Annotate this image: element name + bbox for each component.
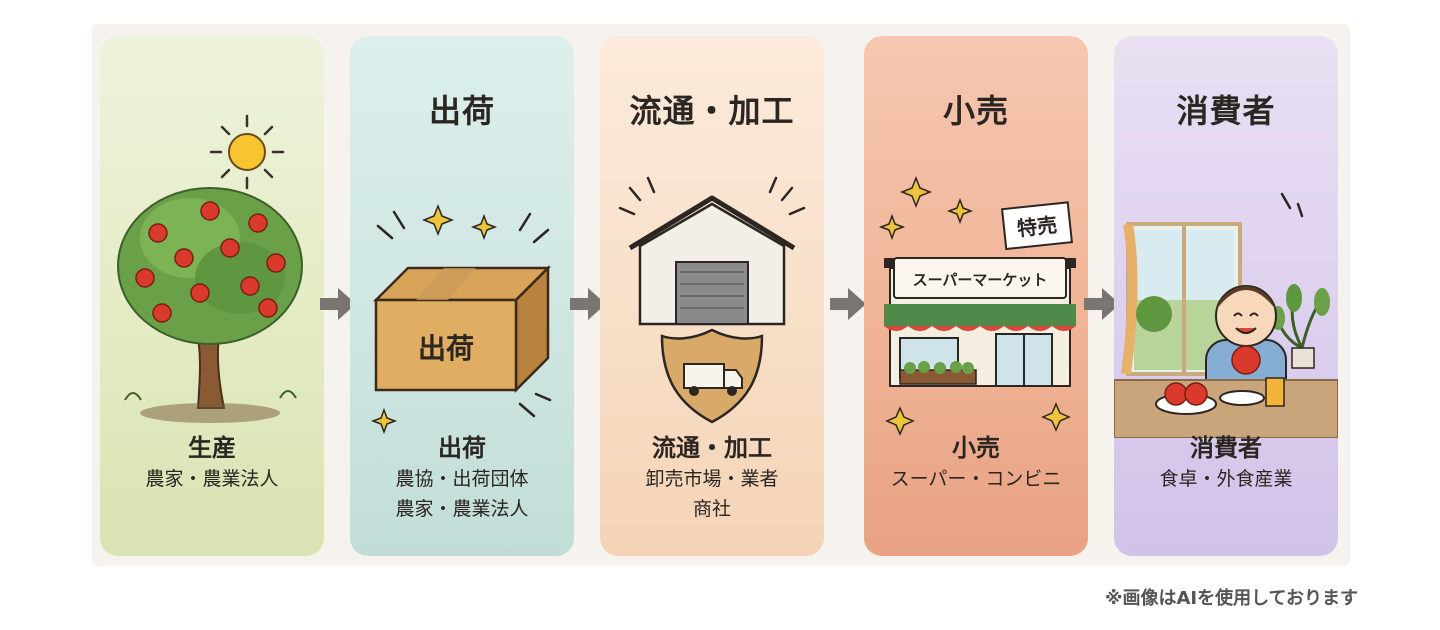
stage-retail-label: 小売 xyxy=(952,434,1000,462)
ai-image-disclaimer: ※画像はAIを使用しております xyxy=(1104,588,1358,609)
stage-production-label: 生産 xyxy=(188,434,236,462)
stage-retail-actors: スーパー・コンビニ xyxy=(890,468,1062,490)
potted-plant xyxy=(1271,284,1330,369)
stage-shipping-panel: 出荷 出荷 出荷 農協・出荷団体 農家・農業法人 xyxy=(350,36,574,556)
stage-shipping-label: 出荷 xyxy=(438,434,486,462)
arrow-right-icon xyxy=(1084,288,1120,320)
sale-tag-text: 特売 xyxy=(1016,213,1058,241)
arrow-right-icon xyxy=(830,288,866,320)
cardboard-box-icon: 出荷 xyxy=(370,203,552,435)
arrow-right-icon xyxy=(570,288,606,320)
stage-consumer-panel: 消費者 消費者 食卓・外食産業 xyxy=(1114,36,1338,556)
stage-consumer-actors: 食卓・外食産業 xyxy=(1159,468,1293,490)
stage-shipping-actors-2: 農家・農業法人 xyxy=(395,498,529,520)
stage-consumer-title: 消費者 xyxy=(1176,92,1276,130)
shield-truck-icon xyxy=(660,328,764,424)
warehouse-icon xyxy=(618,176,806,424)
stage-retail-title: 小売 xyxy=(942,92,1009,130)
box-label: 出荷 xyxy=(418,332,474,365)
sparkle-icon xyxy=(370,203,498,435)
apple-tree-icon xyxy=(117,114,303,423)
stage-distribution-actors-2: 商社 xyxy=(692,498,731,520)
stage-retail-panel: 小売 特売 スーパーマーケット 小売 スーパー・コンビニ xyxy=(864,36,1088,556)
supermarket-icon: 特売 スーパーマーケット xyxy=(878,175,1076,436)
stage-distribution-panel: 流通・加工 流通・加工 卸売市場・業者 商社 xyxy=(600,36,824,556)
stage-production-actors: 農家・農業法人 xyxy=(145,468,279,490)
stage-consumer-label: 消費者 xyxy=(1190,434,1262,462)
sparkle-icon xyxy=(878,175,1071,436)
stage-distribution-actors-1: 卸売市場・業者 xyxy=(645,468,779,490)
stage-distribution-label: 流通・加工 xyxy=(652,434,772,462)
child-eating-apple-icon xyxy=(1114,192,1338,438)
sun-icon xyxy=(209,114,285,190)
stage-distribution-title: 流通・加工 xyxy=(629,92,795,130)
stage-shipping-actors-1: 農協・出荷団体 xyxy=(395,468,529,490)
sale-tag-icon: 特売 xyxy=(1000,201,1073,251)
store-sign-text: スーパーマーケット xyxy=(913,271,1048,289)
arrow-right-icon xyxy=(320,288,356,320)
stage-shipping-title: 出荷 xyxy=(428,92,495,130)
stage-production-panel: 生産 農家・農業法人 xyxy=(100,36,324,556)
